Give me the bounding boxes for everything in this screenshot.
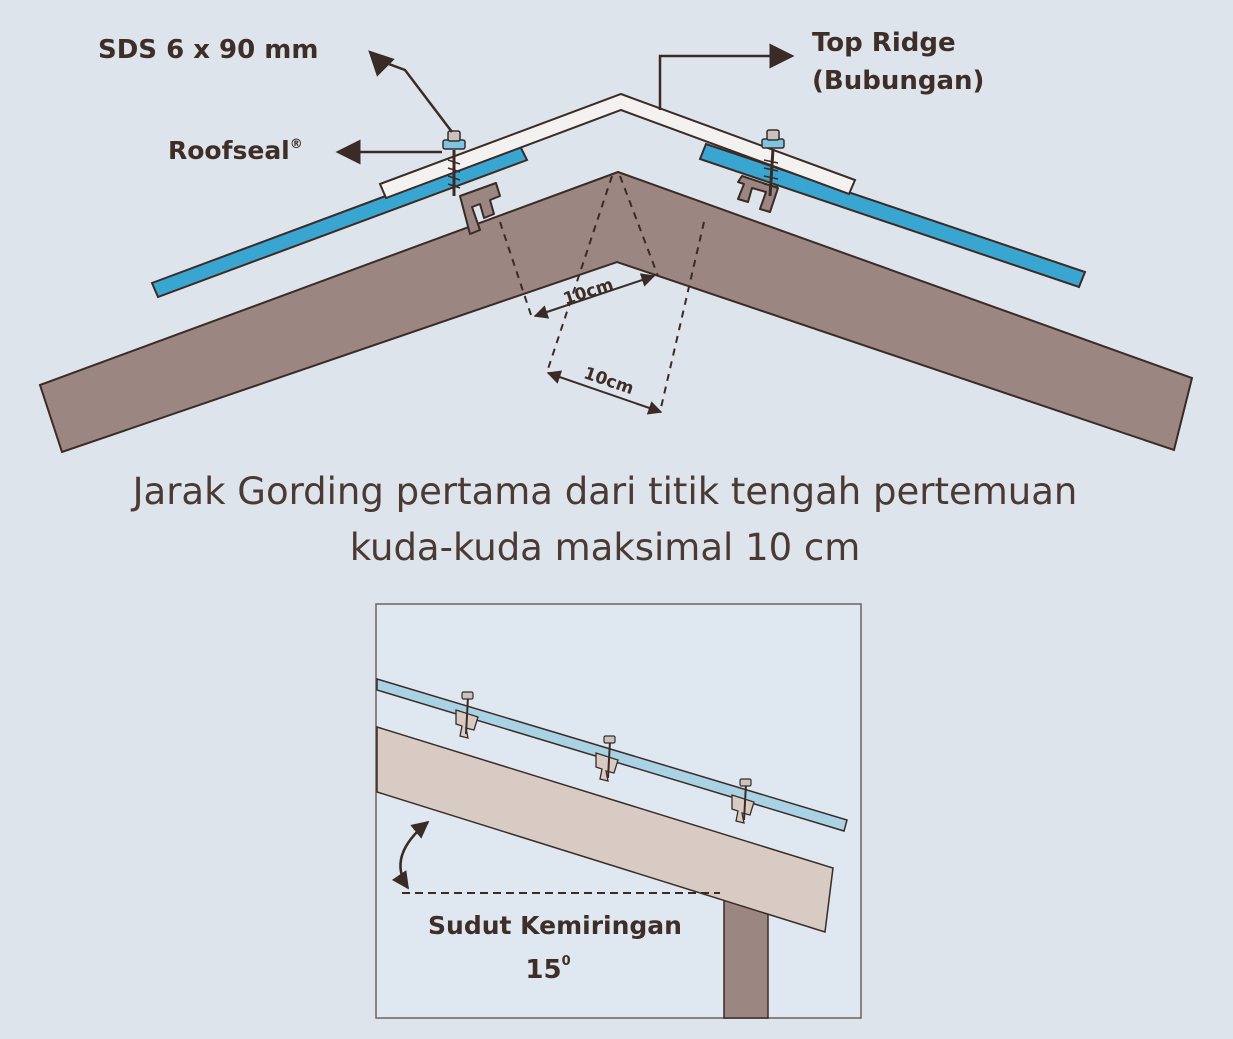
top-ridge-label-line2: (Bubungan) <box>812 66 984 96</box>
sds-screw-right <box>761 129 785 197</box>
dimension-guides <box>499 175 705 413</box>
caption-line-1: Jarak Gording pertama dari titik tengah … <box>131 470 1078 513</box>
slope-angle-value: 150 <box>525 954 570 985</box>
top-ridge-cap <box>378 92 857 200</box>
inset-purlin-2 <box>595 735 619 782</box>
purlin-left <box>459 182 501 235</box>
roofseal-label: Roofseal® <box>168 136 303 165</box>
top-ridge-diagram: 10cm 10cm SDS 6 x 90 mm Roofseal® Top Ri… <box>38 28 1194 454</box>
roof-sheet-right <box>698 142 1087 289</box>
angle-arc-arrow <box>391 820 430 890</box>
sds-screw-left <box>442 130 466 196</box>
top-ridge-leader-line <box>658 43 795 110</box>
support-post <box>723 899 769 1019</box>
top-ridge-label-line1: Top Ridge <box>812 28 956 58</box>
slope-angle-label: Sudut Kemiringan <box>428 911 682 940</box>
dimension-label-upper: 10cm <box>561 275 616 310</box>
sds-leader-line <box>368 50 453 133</box>
rafter-truss <box>38 170 1194 454</box>
inset-purlin-3 <box>731 778 755 824</box>
sds-label: SDS 6 x 90 mm <box>98 35 318 65</box>
inset-roof-sheet <box>376 677 848 832</box>
caption-line-2: kuda-kuda maksimal 10 cm <box>350 526 861 569</box>
inset-rafter <box>376 725 834 933</box>
dimension-arrow-upper <box>533 273 656 319</box>
dimension-arrow-lower <box>546 370 663 415</box>
slope-angle-inset: Sudut Kemiringan 150 <box>375 603 862 1019</box>
inset-purlin-1 <box>455 691 479 739</box>
